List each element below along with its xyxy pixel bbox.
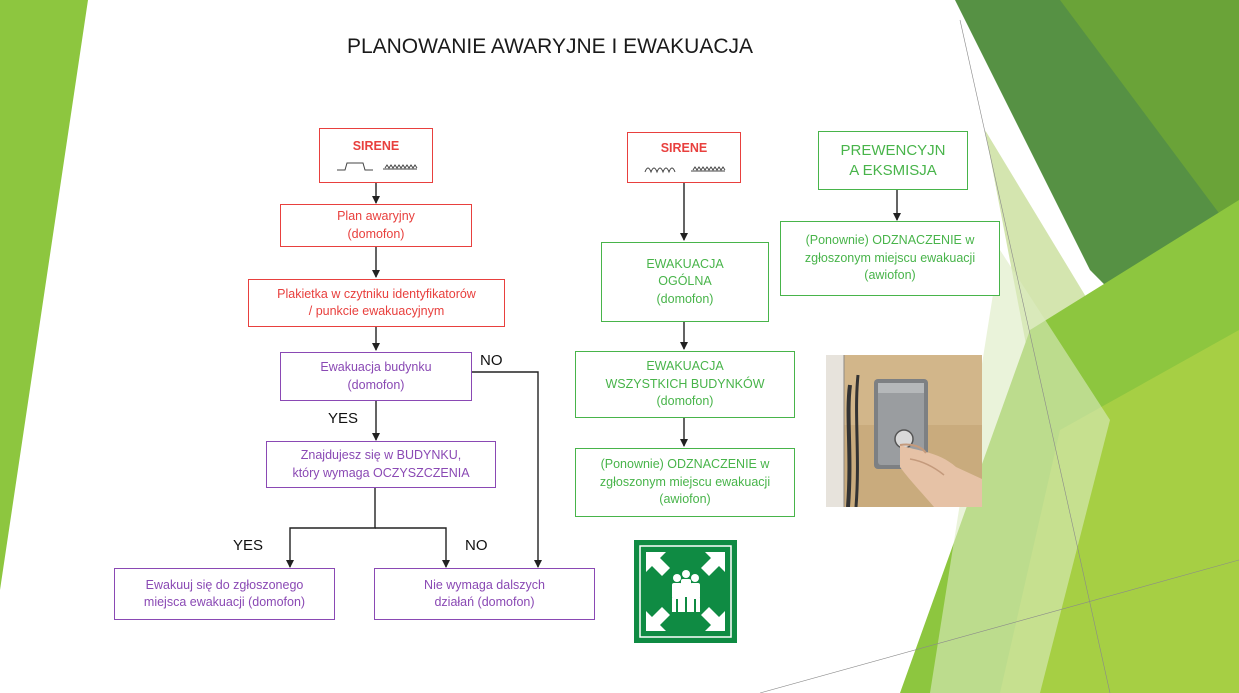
checkin-box-middle: (Ponownie) ODZNACZENIE w zgłoszonym miej…: [575, 448, 795, 517]
evacuate-to-assembly-box: Ewakuuj się do zgłoszonego miejsca ewaku…: [114, 568, 335, 620]
right-mid-green-shape: [1060, 0, 1239, 240]
general-evacuation-box: EWAKUACJA OGÓLNA (domofon): [601, 242, 769, 322]
right-pale-shape: [930, 250, 1110, 693]
bottom-thin-line: [759, 559, 1239, 693]
no-further-action-box: Nie wymaga dalszych działań (domofon): [374, 568, 595, 620]
siren-box-left: SIRENE: [319, 128, 433, 183]
right-thin-line: [959, 19, 1111, 693]
siren-pattern-wavering-icon: [644, 166, 726, 174]
label-no-top: NO: [480, 352, 503, 369]
arrow-no-right: [472, 371, 542, 568]
assembly-point-icon: [634, 540, 737, 643]
label-no-bottom: NO: [465, 537, 488, 554]
left-green-triangle: [0, 0, 88, 590]
badge-reader-box: Plakietka w czytniku identyfikatorów / p…: [248, 279, 505, 327]
arrow-yes-left: [286, 488, 376, 568]
checkin-box-right: (Ponownie) ODZNACZENIE w zgłoszonym miej…: [780, 221, 1000, 296]
all-buildings-evacuation-box: EWAKUACJA WSZYSTKICH BUDYNKÓW (domofon): [575, 351, 795, 418]
siren-pattern-steady-icon: [337, 162, 418, 171]
page-title: PLANOWANIE AWARYJNE I EWAKUACJA: [346, 35, 754, 58]
label-yes-left: YES: [233, 537, 264, 554]
label-yes-mid: YES: [328, 410, 359, 427]
preventive-eviction-box: PREWENCYJN A EKSMISJA: [818, 131, 968, 190]
plan-box: Plan awaryjny (domofon): [280, 204, 472, 247]
building-cleaning-box: Znajdujesz się w BUDYNKU, który wymaga O…: [266, 441, 496, 488]
siren-box-middle: SIRENE: [627, 132, 741, 183]
building-evacuation-box: Ewakuacja budynku (domofon): [280, 352, 472, 401]
badge-reader-photo: [826, 355, 982, 507]
arrow-no-bottom: [375, 527, 450, 568]
